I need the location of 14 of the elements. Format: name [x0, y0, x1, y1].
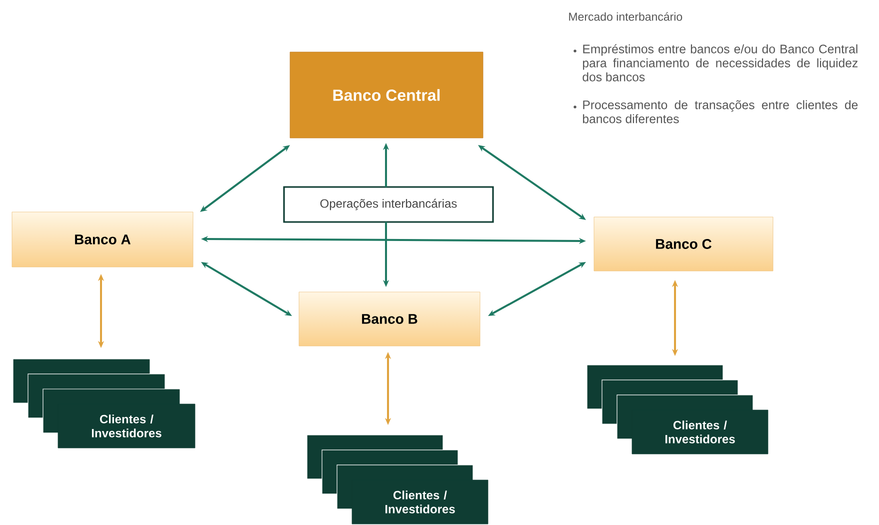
client-card-stack: Clientes / Investidores [306, 434, 488, 524]
node-label: Clientes / Investidores [385, 490, 455, 514]
client-card-stack: Clientes / Investidores [12, 358, 196, 448]
central-bank-box: Banco Central [290, 52, 484, 138]
bank-box: Banco A [12, 212, 194, 268]
operations-box: Operações interbancárias [283, 186, 494, 223]
bullet-text: Empréstimos entre bancos e/ou do Banco Central para financiamento de necessidades de liquidez dos bancos [582, 44, 858, 82]
node-label: Clientes / Investidores [92, 414, 162, 438]
heading-text: Mercado interbancário [569, 12, 682, 21]
bank-box: Banco B [298, 292, 480, 346]
node-label: Investidores [665, 434, 735, 444]
client-card-stack: Clientes / Investidores [586, 364, 768, 454]
bullet-text: Processamento de transações entre clientes de bancos diferentes [583, 100, 858, 124]
bank-box: Banco C [594, 216, 774, 272]
